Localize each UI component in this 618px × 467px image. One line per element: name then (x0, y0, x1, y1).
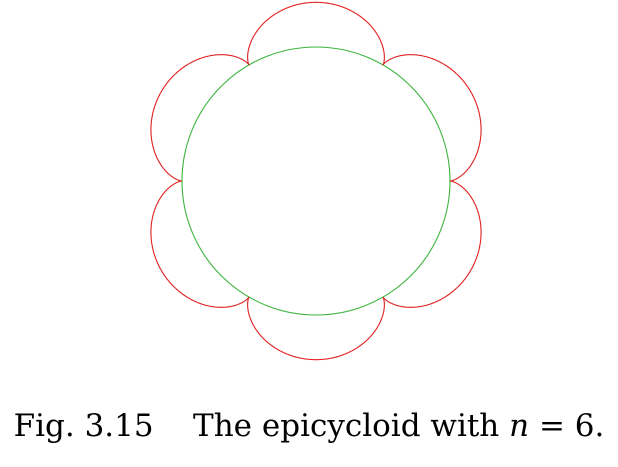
fixed-circle (181, 46, 451, 316)
caption-label: Fig. 3.15 (13, 408, 154, 444)
caption-text: The epicycloid with (193, 408, 510, 444)
epicycloid-curve (150, 1, 482, 361)
figure-caption: Fig. 3.15 The epicycloid with n = 6. (0, 408, 618, 445)
caption-variable: n (509, 408, 530, 444)
caption-rest: = 6. (529, 408, 605, 444)
epicycloid-figure (150, 1, 482, 361)
